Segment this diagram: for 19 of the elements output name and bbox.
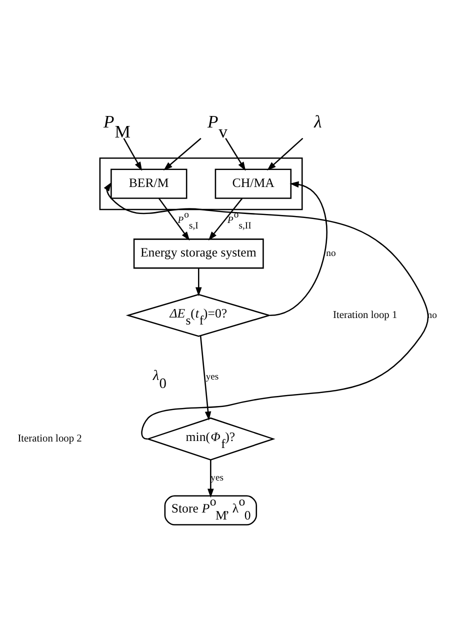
label: Iteration loop 1 (333, 310, 398, 321)
node-box: CH/MA (214, 168, 292, 198)
arrow (123, 138, 142, 170)
arrow (200, 335, 212, 420)
edge-label: no (326, 248, 336, 259)
arrow (208, 198, 243, 240)
arrow (163, 137, 202, 170)
edge-label: yes (206, 371, 219, 382)
arrow (270, 180, 328, 316)
arrow (267, 137, 304, 170)
label: Iteration loop 2 (18, 433, 82, 444)
node-box: BER/M (110, 168, 188, 198)
cluster (99, 157, 303, 210)
arrow (225, 138, 246, 170)
arrow (195, 268, 202, 296)
node-text: λ (314, 110, 322, 131)
arrow (208, 459, 214, 498)
node-box: Energy storage system (133, 238, 264, 268)
arrow (158, 198, 190, 240)
